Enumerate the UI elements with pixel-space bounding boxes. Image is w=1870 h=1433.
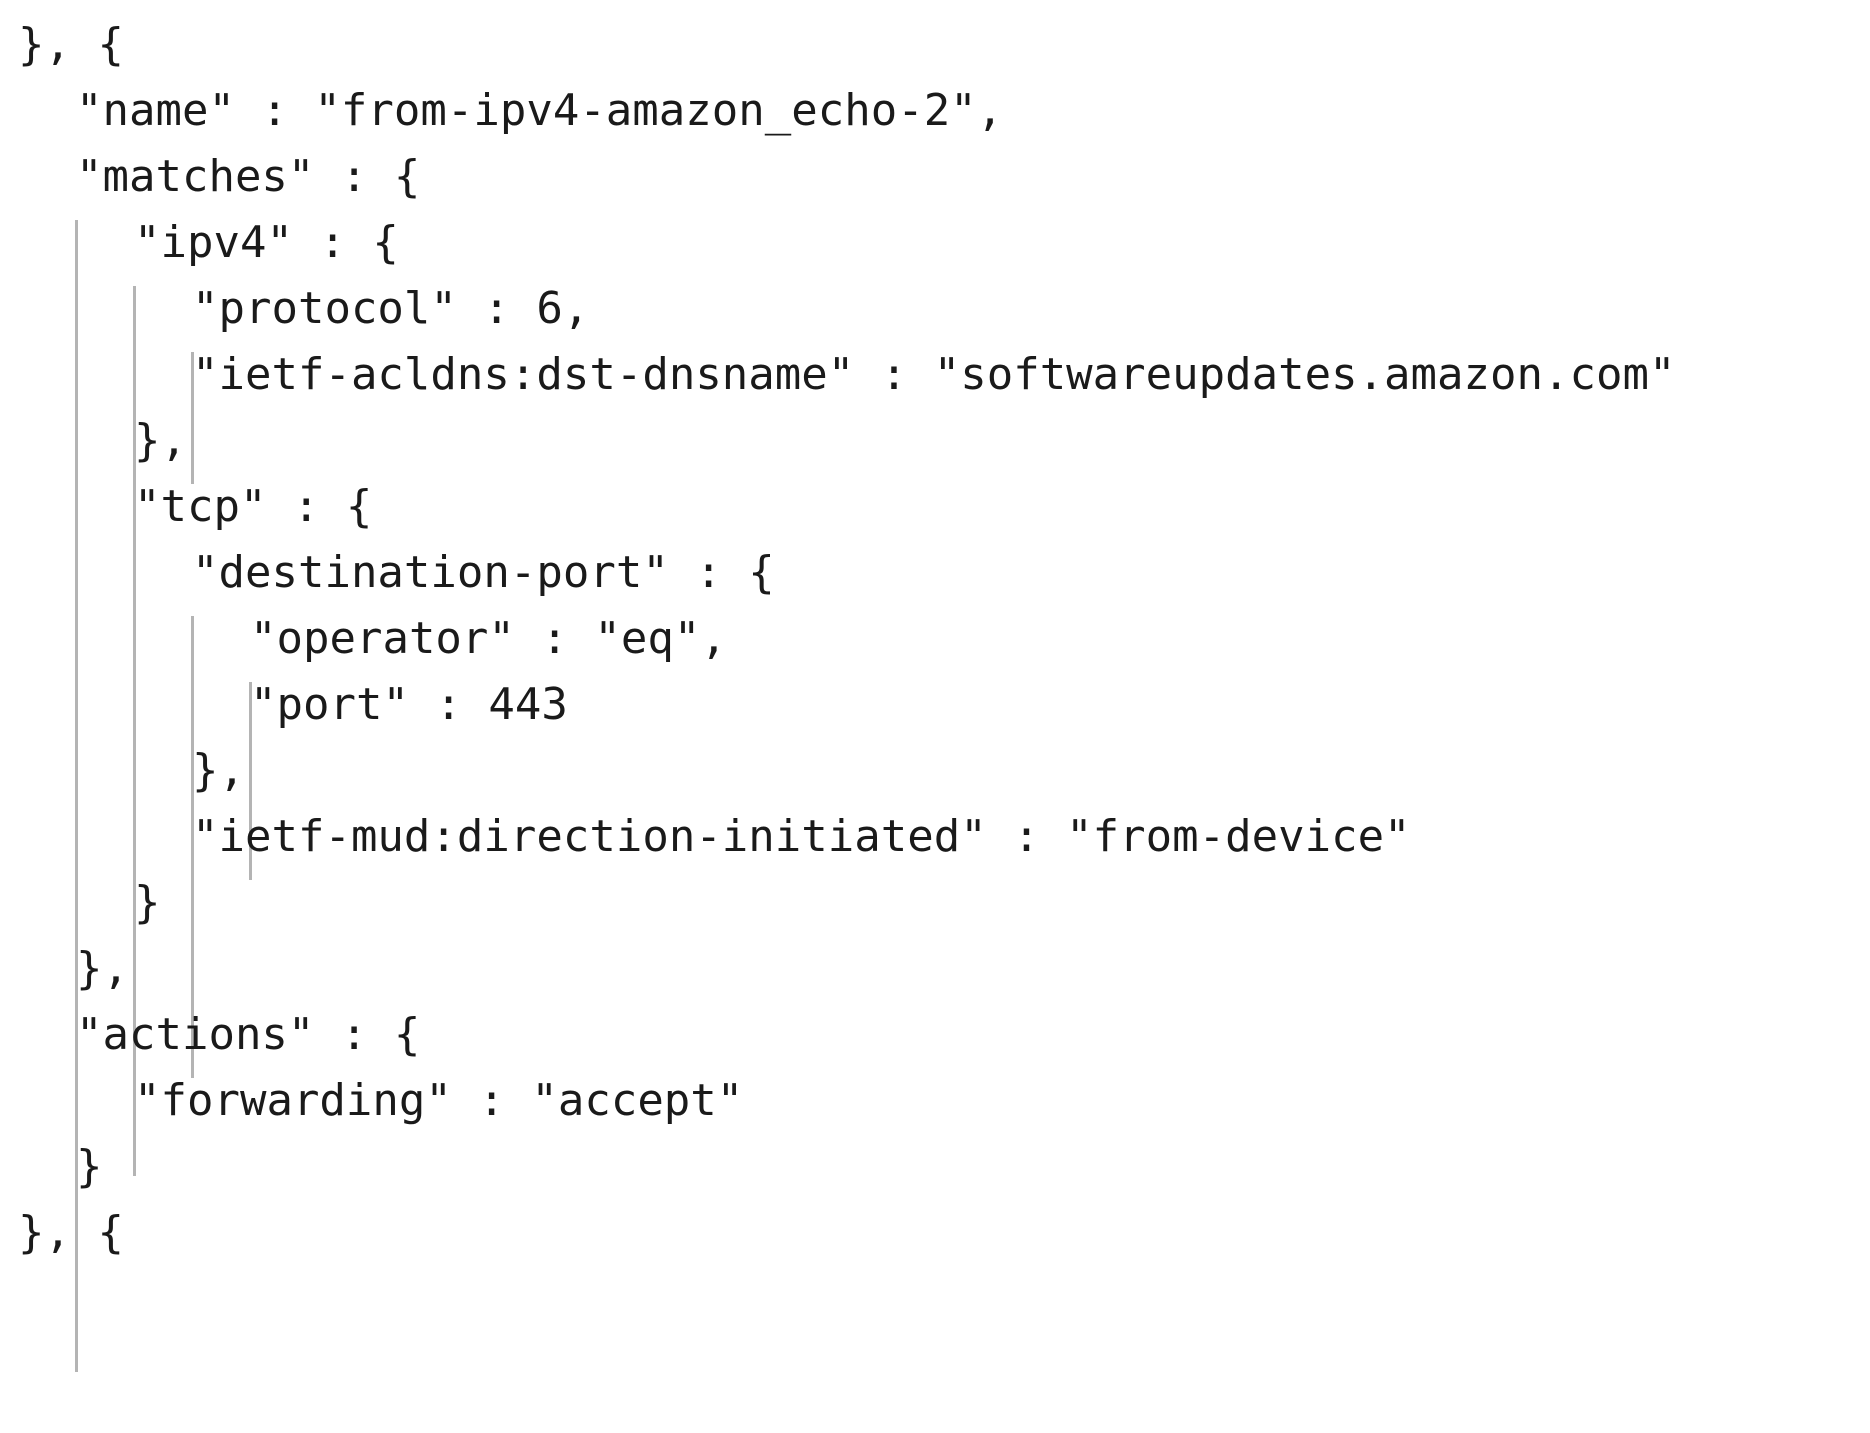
- code-line: "protocol" : 6,: [18, 276, 1870, 342]
- code-line: "ietf-mud:direction-initiated" : "from-d…: [18, 804, 1870, 870]
- code-line-text: "tcp" : {: [134, 481, 373, 532]
- code-line-text: }: [76, 1141, 103, 1192]
- code-line-text: }: [134, 877, 161, 928]
- code-line-text: "ietf-acldns:dst-dnsname" : "softwareupd…: [192, 349, 1676, 400]
- code-line-text: },: [76, 943, 129, 994]
- code-line-text: "operator" : "eq",: [250, 613, 727, 664]
- code-line-text: "actions" : {: [76, 1009, 421, 1060]
- code-line: "tcp" : {: [18, 474, 1870, 540]
- code-line: }, {: [18, 12, 1870, 78]
- code-line: "port" : 443: [18, 672, 1870, 738]
- code-line-container: }, { "name" : "from-ipv4-amazon_echo-2", "…: [18, 12, 1870, 1266]
- code-line: },: [18, 936, 1870, 1002]
- code-line: "destination-port" : {: [18, 540, 1870, 606]
- code-line-text: }, {: [18, 19, 124, 70]
- code-line: "forwarding" : "accept": [18, 1068, 1870, 1134]
- code-line: "ipv4" : {: [18, 210, 1870, 276]
- code-line-text: }, {: [18, 1207, 124, 1258]
- code-line: "operator" : "eq",: [18, 606, 1870, 672]
- code-line-text: "ietf-mud:direction-initiated" : "from-d…: [192, 811, 1411, 862]
- code-line: }, {: [18, 1200, 1870, 1266]
- code-line: },: [18, 408, 1870, 474]
- code-line-text: "port" : 443: [250, 679, 568, 730]
- code-line: "actions" : {: [18, 1002, 1870, 1068]
- code-line: "name" : "from-ipv4-amazon_echo-2",: [18, 78, 1870, 144]
- code-line-text: },: [192, 745, 245, 796]
- code-line-text: "ipv4" : {: [134, 217, 399, 268]
- code-line: "ietf-acldns:dst-dnsname" : "softwareupd…: [18, 342, 1870, 408]
- code-line: },: [18, 738, 1870, 804]
- code-line-text: "matches" : {: [76, 151, 421, 202]
- code-line: }: [18, 1134, 1870, 1200]
- code-line-text: "destination-port" : {: [192, 547, 775, 598]
- code-line-text: "forwarding" : "accept": [134, 1075, 744, 1126]
- code-line-text: },: [134, 415, 187, 466]
- code-line: }: [18, 870, 1870, 936]
- code-line-text: "name" : "from-ipv4-amazon_echo-2",: [76, 85, 1004, 136]
- code-line-text: "protocol" : 6,: [192, 283, 590, 334]
- code-line: "matches" : {: [18, 144, 1870, 210]
